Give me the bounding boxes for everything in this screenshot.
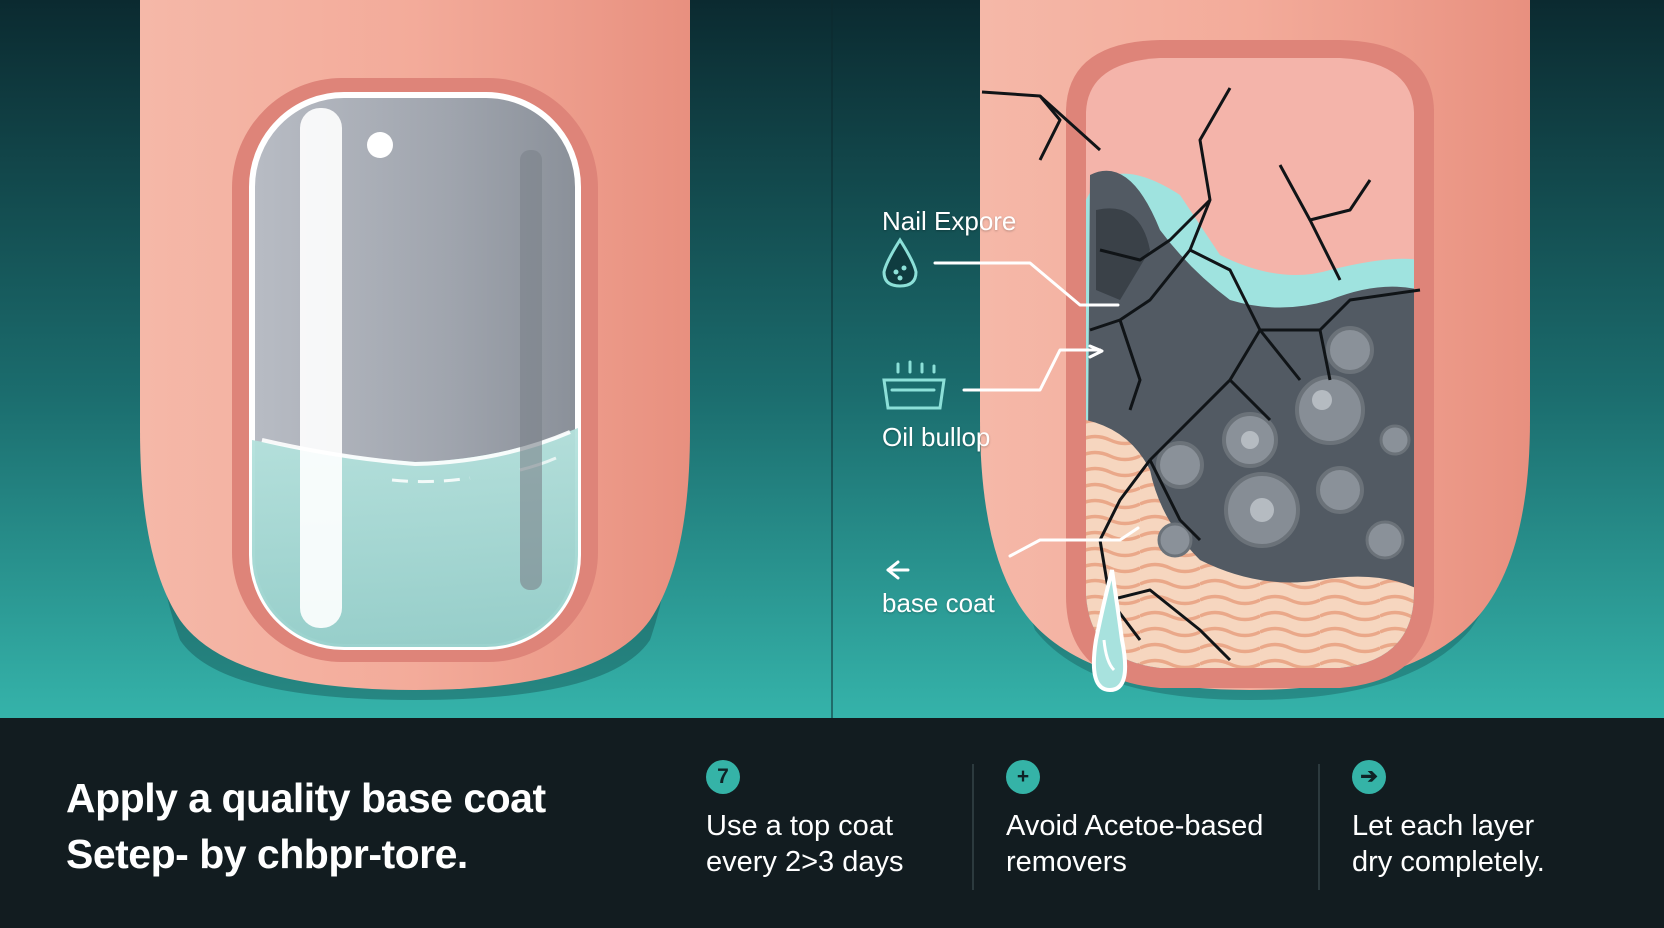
callout-oil-bullop: Oil bullop <box>882 422 991 452</box>
callout-base-coat: base coat <box>882 588 995 618</box>
nail-comparison-illustration <box>0 0 1664 718</box>
number-7-icon: 7 <box>706 760 740 794</box>
tip-line-2: every 2>3 days <box>706 846 904 878</box>
tips-footer: Apply a quality base coat Setep- by chbp… <box>0 718 1664 928</box>
tip-let-dry: ➔ Let each layer dry completely. <box>1352 760 1545 880</box>
tip-divider <box>1318 764 1320 890</box>
headline-line-1: Apply a quality base coat <box>66 775 546 821</box>
tip-line-2: removers <box>1006 846 1127 878</box>
tip-avoid-acetone: + Avoid Acetoe-based removers <box>1006 760 1263 880</box>
tip-top-coat: 7 Use a top coat every 2>3 days <box>706 760 903 880</box>
tip-line-1: Use a top coat <box>706 810 893 842</box>
headline: Apply a quality base coat Setep- by chbp… <box>66 770 666 882</box>
tip-line-1: Avoid Acetoe-based <box>1006 810 1264 842</box>
droplet-icon <box>882 237 918 288</box>
plus-icon: + <box>1006 760 1040 794</box>
headline-line-2: Setep- by chbpr-tore. <box>66 831 468 877</box>
oil-dish-icon <box>882 360 946 410</box>
arrow-right-icon: ➔ <box>1352 760 1386 794</box>
tip-divider <box>972 764 974 890</box>
callout-leaders <box>886 261 1140 580</box>
tip-line-2: dry completely. <box>1352 846 1545 878</box>
right-finger <box>980 0 1530 700</box>
left-finger <box>140 0 690 700</box>
droplet <box>1091 569 1128 693</box>
tip-line-1: Let each layer <box>1352 810 1535 842</box>
callout-nail-exposure: Nail Expore <box>882 206 1017 236</box>
